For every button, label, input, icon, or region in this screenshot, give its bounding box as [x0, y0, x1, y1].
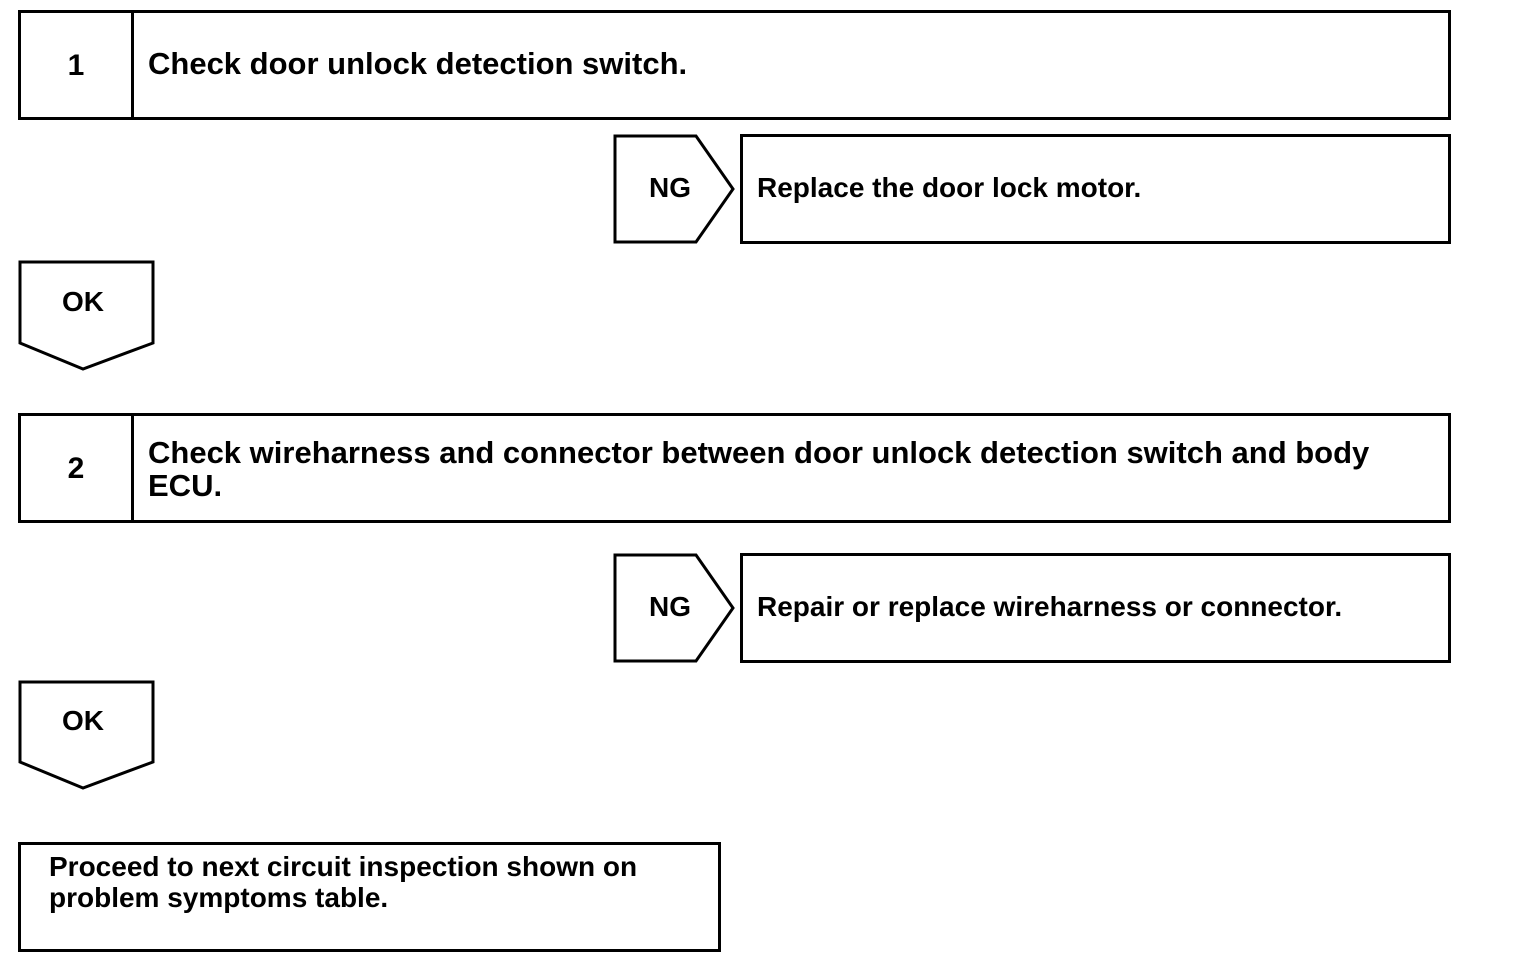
step-1-ok-label: OK: [62, 286, 104, 317]
final-action-text: Proceed to next circuit inspection shown…: [49, 851, 638, 913]
step-2-ok-arrow: [18, 680, 155, 790]
step-1-box: 1 Check door unlock detection switch.: [18, 10, 1451, 120]
step-1-ng-arrow: [613, 134, 735, 244]
step-2-ng-label: NG: [649, 591, 691, 622]
step-1-text: Check door unlock detection switch.: [148, 46, 688, 81]
step-2-box: 2 Check wireharness and connector betwee…: [18, 413, 1451, 523]
step-2-ok-label: OK: [62, 705, 104, 736]
step-2-ng-result-text: Repair or replace wireharness or connect…: [757, 591, 1343, 622]
step-2-ng-arrow: [613, 553, 735, 663]
step-2-ng-result-box: Repair or replace wireharness or connect…: [740, 553, 1451, 663]
step-1-ng-label: NG: [649, 172, 691, 203]
step-1-ok-arrow: [18, 260, 155, 371]
step-1-number: 1: [21, 13, 134, 117]
step-2-text: Check wireharness and connector between …: [148, 435, 1370, 503]
final-action-box: Proceed to next circuit inspection shown…: [18, 842, 721, 952]
step-1-ng-result-box: Replace the door lock motor.: [740, 134, 1451, 244]
step-2-number: 2: [21, 416, 134, 520]
step-1-ng-result-text: Replace the door lock motor.: [757, 172, 1142, 203]
